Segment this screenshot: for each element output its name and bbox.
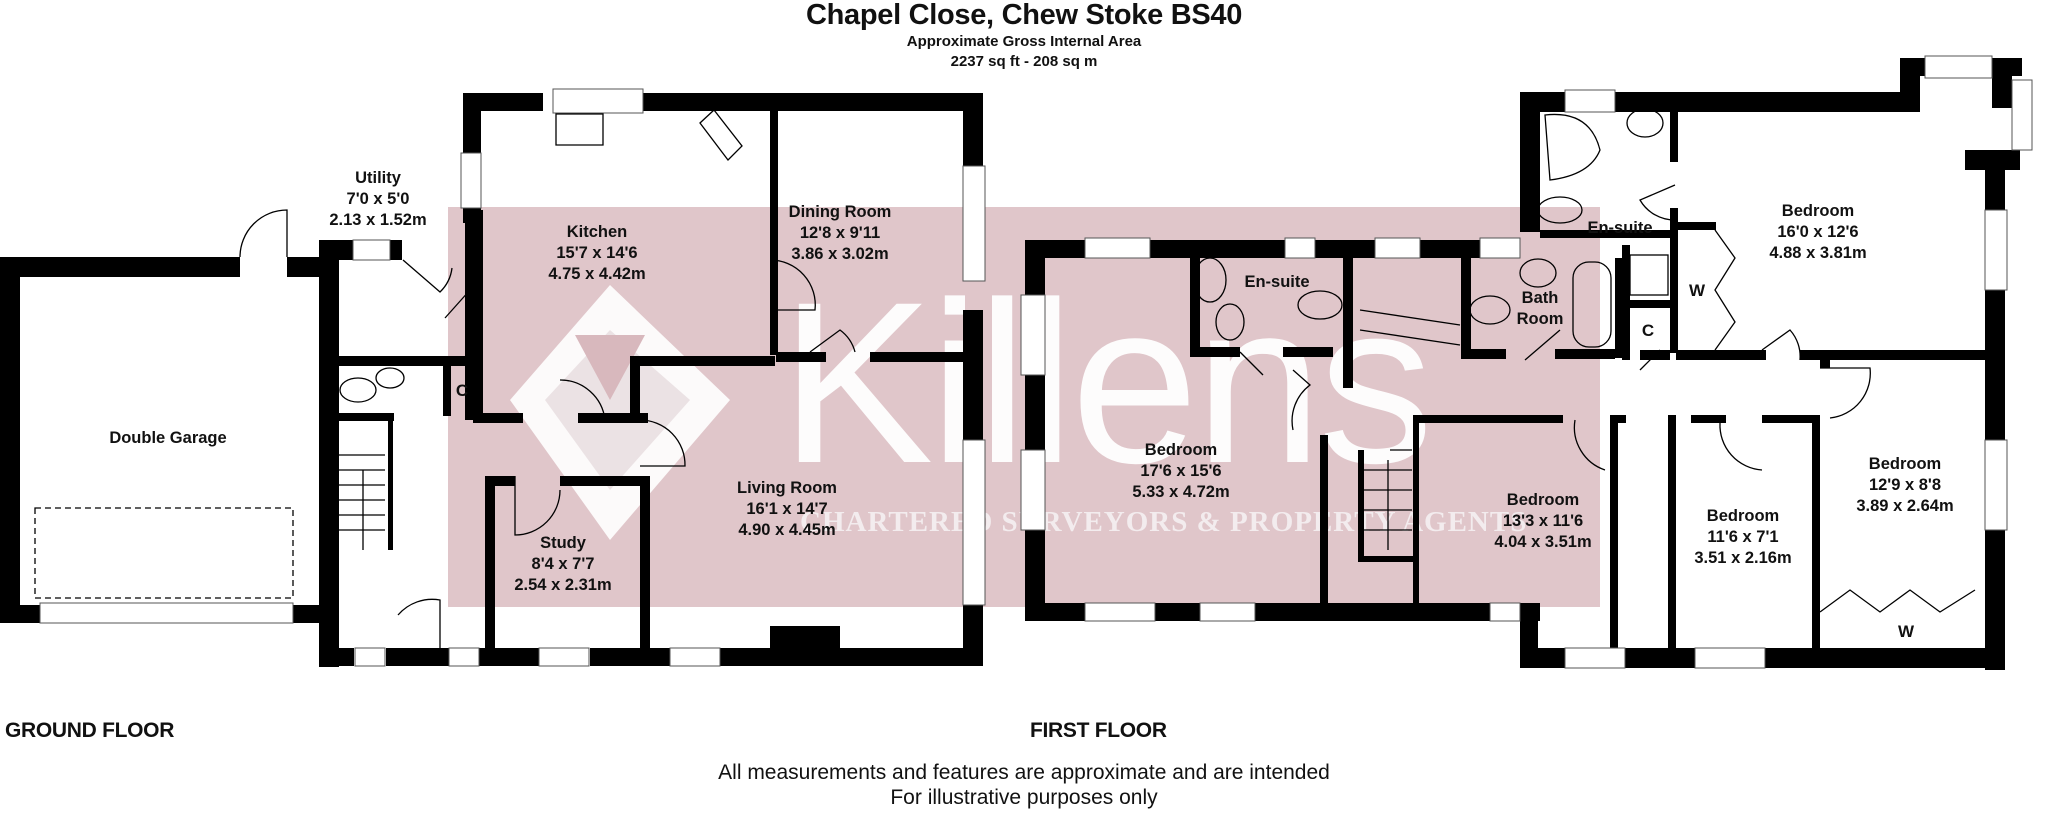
room-name: Bedroom xyxy=(1706,507,1780,525)
room-imperial: 12'8 x 9'11 xyxy=(799,224,881,242)
room-bedroom-5: Bedroom 12'9 x 8'8 3.89 x 2.64m xyxy=(1856,454,1953,517)
room-metric: 5.33 x 4.72m xyxy=(1132,483,1230,501)
room-name: Bedroom xyxy=(1144,441,1218,459)
room-living-room: Living Room 16'1 x 14'7 4.90 x 4.45m xyxy=(737,478,837,541)
room-metric: 4.75 x 4.42m xyxy=(548,265,646,283)
room-bath-room: Bath Room xyxy=(1510,288,1570,330)
room-metric: 2.54 x 2.31m xyxy=(514,576,612,594)
room-dining-room: Dining Room 12'8 x 9'11 3.86 x 3.02m xyxy=(789,202,892,265)
room-metric: 3.86 x 3.02m xyxy=(791,245,889,263)
room-imperial: 16'1 x 14'7 xyxy=(746,500,828,518)
wardrobe-tag: W xyxy=(1897,622,1915,641)
room-double-garage: Double Garage xyxy=(109,428,226,449)
room-metric: 3.51 x 2.16m xyxy=(1694,549,1792,567)
watermark-tagline: CHARTERED SURVEYORS & PROPERTY AGENTS xyxy=(800,506,1528,538)
room-name: Bath Room xyxy=(1516,289,1564,328)
room-imperial: 13'3 x 11'6 xyxy=(1502,512,1584,530)
room-study: Study 8'4 x 7'7 2.54 x 2.31m xyxy=(514,533,611,596)
room-name: Double Garage xyxy=(109,429,227,447)
room-imperial: 8'4 x 7'7 xyxy=(531,555,595,573)
room-bedroom-4: Bedroom 11'6 x 7'1 3.51 x 2.16m xyxy=(1694,506,1791,569)
gross-area: 2237 sq ft - 208 sq m xyxy=(950,53,1098,70)
room-imperial: 11'6 x 7'1 xyxy=(1707,528,1779,546)
disclaimer-line-1: All measurements and features are approx… xyxy=(718,761,1330,784)
room-imperial: 12'9 x 8'8 xyxy=(1868,476,1942,494)
room-name: Bedroom xyxy=(1506,491,1580,509)
room-utility: Utility 7'0 x 5'0 2.13 x 1.52m xyxy=(329,168,426,231)
room-imperial: 17'6 x 15'6 xyxy=(1140,462,1222,480)
room-name: Living Room xyxy=(737,479,837,497)
room-name: Bedroom xyxy=(1868,455,1942,473)
room-metric: 4.04 x 3.51m xyxy=(1494,533,1592,551)
disclaimer-line-2: For illustrative purposes only xyxy=(890,786,1158,809)
room-bedroom-3: Bedroom 13'3 x 11'6 4.04 x 3.51m xyxy=(1494,490,1591,553)
room-name: Utility xyxy=(355,169,401,187)
room-imperial: 15'7 x 14'6 xyxy=(556,244,638,262)
room-en-suite-2: En-suite xyxy=(1587,218,1652,239)
room-metric: 3.89 x 2.64m xyxy=(1856,497,1954,515)
room-name: En-suite xyxy=(1587,219,1653,237)
room-imperial: 7'0 x 5'0 xyxy=(346,190,410,208)
room-metric: 4.88 x 3.81m xyxy=(1769,244,1867,262)
room-imperial: 16'0 x 12'6 xyxy=(1777,223,1859,241)
room-name: Kitchen xyxy=(566,223,628,241)
room-kitchen: Kitchen 15'7 x 14'6 4.75 x 4.42m xyxy=(548,222,645,285)
room-master-bedroom: Bedroom 17'6 x 15'6 5.33 x 4.72m xyxy=(1132,440,1229,503)
room-en-suite-1: En-suite xyxy=(1244,272,1309,293)
plan-title: Chapel Close, Chew Stoke BS40 xyxy=(805,0,1243,31)
room-metric: 4.90 x 4.45m xyxy=(738,521,836,539)
cupboard-tag: C xyxy=(455,381,469,400)
first-floor-label: FIRST FLOOR xyxy=(1030,719,1167,742)
room-name: Dining Room xyxy=(788,203,892,221)
ground-floor-label: GROUND FLOOR xyxy=(5,719,175,742)
room-name: Bedroom xyxy=(1781,202,1855,220)
wardrobe-tag: W xyxy=(1688,281,1706,300)
room-name: Study xyxy=(540,534,586,552)
plan-subtitle: Approximate Gross Internal Area xyxy=(906,33,1142,50)
cupboard-tag: C xyxy=(1641,321,1655,340)
room-bedroom-2: Bedroom 16'0 x 12'6 4.88 x 3.81m xyxy=(1769,201,1866,264)
room-name: En-suite xyxy=(1244,273,1310,291)
room-metric: 2.13 x 1.52m xyxy=(329,211,427,229)
